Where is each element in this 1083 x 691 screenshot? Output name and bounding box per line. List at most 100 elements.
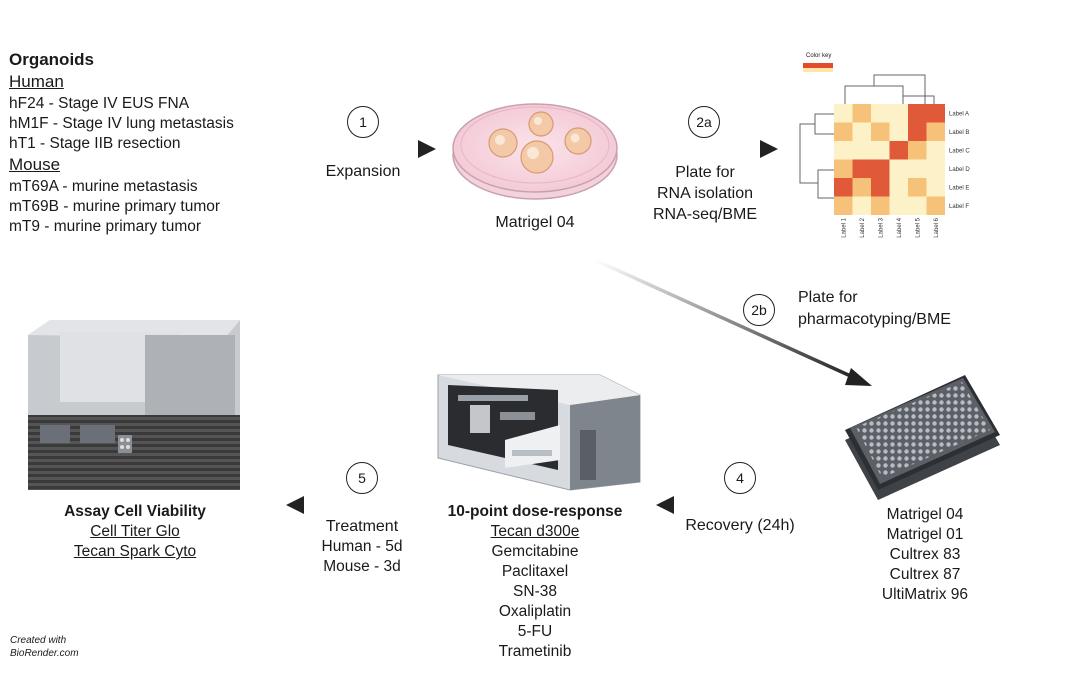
heatmap-row-label: Label E: [949, 185, 969, 191]
heatmap-cells: [834, 104, 945, 215]
heatmap-row-label: Label C: [949, 148, 970, 154]
dose-response-instrument: Tecan d300e: [490, 523, 580, 540]
step-5-label: Human - 5d: [321, 538, 403, 555]
arrow-pharmacotyping: [594, 258, 872, 386]
matrix-item: Matrigel 04: [886, 506, 964, 523]
heatmap-cell: [852, 178, 871, 197]
step-5-marker: 5: [346, 462, 378, 494]
mouse-heading: Mouse: [9, 155, 61, 174]
viability-reader: Tecan Spark Cyto: [73, 543, 197, 560]
heatmap-cell: [852, 159, 871, 178]
heatmap-cell: [889, 141, 908, 160]
matrix-item: Cultrex 83: [889, 546, 961, 563]
heatmap-row-label: Label A: [949, 111, 969, 117]
heatmap-row-label: Label D: [949, 167, 970, 173]
organoid-line: hM1F - Stage IV lung metastasis: [9, 115, 234, 132]
heatmap-cell: [926, 141, 945, 160]
step-2a-label: Plate for: [675, 164, 735, 181]
heatmap-color-key: Color key: [806, 53, 832, 59]
step-5-label: Mouse - 3d: [323, 558, 401, 575]
heatmap-row-label: Label B: [949, 130, 969, 136]
biorender-credit: Created with: [10, 635, 67, 646]
heatmap-col-label: Label 4: [897, 217, 903, 237]
heatmap-cell: [926, 196, 945, 215]
heatmap-cell: [852, 141, 871, 160]
heatmap-cell: [889, 178, 908, 197]
heatmap-cell: [852, 122, 871, 141]
drug-item: Trametinib: [498, 643, 572, 660]
heatmap-col-label: Label 5: [915, 217, 921, 237]
heatmap-cell: [908, 159, 927, 178]
heatmap-cell: [889, 159, 908, 178]
heatmap-cell: [871, 104, 890, 123]
heatmap-cell: [871, 141, 890, 160]
arrow-expansion: [290, 140, 436, 158]
matrix-item: UltiMatrix 96: [881, 586, 969, 603]
organoid-line: mT69B - murine primary tumor: [9, 198, 221, 215]
drug-item: Oxaliplatin: [498, 603, 572, 620]
heatmap-cell: [926, 178, 945, 197]
plate-reader-illustration: [28, 320, 240, 490]
heatmap-cell: [834, 141, 853, 160]
heatmap-cell: [926, 122, 945, 141]
step-2a-label: RNA isolation: [656, 185, 754, 202]
organoids-title: Organoids: [9, 50, 95, 69]
heatmap-cell: [852, 196, 871, 215]
petri-dish-illustration: [452, 103, 618, 200]
organoid-line: hT1 - Stage IIB resection: [9, 135, 181, 152]
step-2b-marker: 2b: [743, 294, 775, 326]
well-plate-illustration: [845, 375, 1000, 500]
heatmap-cell: [926, 159, 945, 178]
drug-item: Gemcitabine: [491, 543, 579, 560]
heatmap-cell: [834, 159, 853, 178]
heatmap-row-label: Label F: [949, 204, 969, 210]
heatmap-col-label: Label 2: [860, 217, 866, 237]
matrix-item: Matrigel 01: [886, 526, 964, 543]
step-2b-label: Plate for: [798, 289, 858, 306]
heatmap-cell: [871, 178, 890, 197]
heatmap-cell: [908, 178, 927, 197]
step-2a-marker: 2a: [688, 106, 720, 138]
heatmap-cell: [871, 196, 890, 215]
organoid-line: mT69A - murine metastasis: [9, 178, 198, 195]
step-1-label: Expansion: [325, 163, 401, 180]
step-1-marker: 1: [347, 106, 379, 138]
dose-response-title: 10-point dose-response: [447, 503, 623, 520]
viability-reagent: Cell Titer Glo: [90, 523, 180, 540]
drug-item: 5-FU: [517, 623, 553, 640]
heatmap-col-label: Label 1: [841, 217, 847, 237]
heatmap-cell: [889, 104, 908, 123]
dish-label: Matrigel 04: [495, 214, 575, 231]
heatmap-cell: [889, 122, 908, 141]
organoid-line: hF24 - Stage IV EUS FNA: [9, 95, 190, 112]
heatmap-dendrogram: [799, 74, 935, 199]
heatmap-cell: [871, 122, 890, 141]
step-5-label: Treatment: [325, 518, 399, 535]
step-4-label: Recovery (24h): [685, 517, 795, 534]
arrow-treatment: [286, 496, 425, 514]
heatmap-cell: [834, 104, 853, 123]
arrow-rna: [635, 140, 778, 158]
heatmap-cell: [926, 104, 945, 123]
heatmap-cell: [908, 196, 927, 215]
drug-item: Paclitaxel: [501, 563, 569, 580]
human-heading: Human: [9, 72, 64, 91]
heatmap-cell: [908, 141, 927, 160]
heatmap-col-label: Label 3: [878, 217, 884, 237]
step-2a-label: RNA-seq/BME: [652, 206, 758, 223]
arrow-recovery: [656, 496, 830, 514]
heatmap-cell: [834, 122, 853, 141]
heatmap-cell: [834, 178, 853, 197]
biorender-credit: BioRender.com: [10, 648, 79, 659]
heatmap-cell: [908, 122, 927, 141]
heatmap-cell: [889, 196, 908, 215]
heatmap-cell: [871, 159, 890, 178]
organoid-line: mT9 - murine primary tumor: [9, 218, 202, 235]
matrix-item: Cultrex 87: [889, 566, 961, 583]
step-4-marker: 4: [724, 462, 756, 494]
drug-item: SN-38: [513, 583, 557, 600]
heatmap-cell: [834, 196, 853, 215]
dispenser-illustration: [437, 374, 641, 491]
